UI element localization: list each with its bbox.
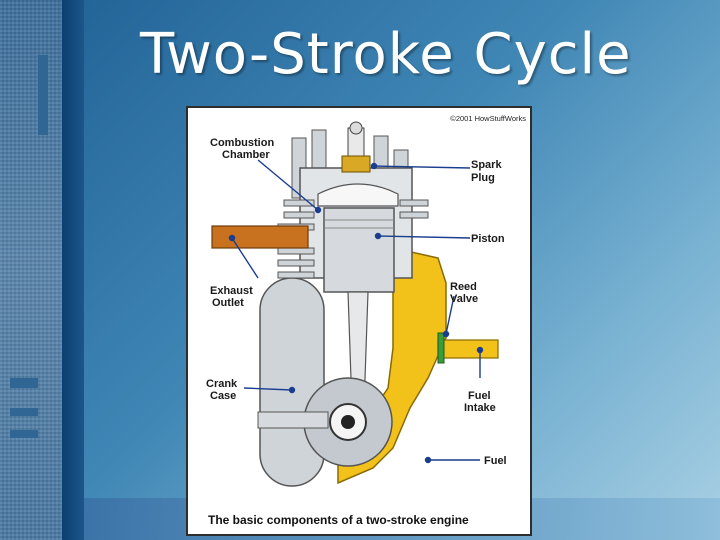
label-spark-plug-1: Spark xyxy=(471,159,502,171)
label-fuel-intake-2: Intake xyxy=(464,402,496,414)
engine-diagram: ©2001 HowStuffWorks xyxy=(186,106,532,536)
diagram-caption: The basic components of a two-stroke eng… xyxy=(208,513,469,527)
fuel-intake-pipe xyxy=(437,339,499,359)
decorative-bar xyxy=(38,55,48,135)
label-combustion-chamber-2: Chamber xyxy=(222,149,270,161)
spark-plug xyxy=(341,121,371,173)
combustion-chamber xyxy=(317,183,399,207)
label-piston: Piston xyxy=(471,233,505,245)
label-crank-case-2: Case xyxy=(210,390,236,402)
decorative-bar xyxy=(10,408,38,416)
engine-diagram-svg: ©2001 HowStuffWorks xyxy=(206,114,526,527)
background-left-strip xyxy=(0,0,62,540)
crank-axle xyxy=(341,415,355,429)
label-exhaust-outlet-1: Exhaust xyxy=(210,285,253,297)
slide-title: Two-Stroke Cycle xyxy=(140,22,632,87)
decorative-bar xyxy=(10,430,38,438)
label-reed-valve-2: Valve xyxy=(450,293,478,305)
copyright-text: ©2001 HowStuffWorks xyxy=(450,114,526,123)
reed-valve xyxy=(437,332,445,364)
crank-shaft xyxy=(257,411,329,429)
leader-lines xyxy=(228,159,484,464)
label-spark-plug-2: Plug xyxy=(471,172,495,184)
label-combustion-chamber-1: Combustion xyxy=(210,137,274,149)
label-fuel: Fuel xyxy=(484,455,507,467)
decorative-bar xyxy=(10,378,38,388)
exhaust-pipe xyxy=(211,225,309,249)
piston xyxy=(323,207,395,293)
label-fuel-intake-1: Fuel xyxy=(468,390,491,402)
label-exhaust-outlet-2: Outlet xyxy=(212,297,244,309)
crank-case-shell xyxy=(259,277,325,487)
label-reed-valve-1: Reed xyxy=(450,281,477,293)
label-crank-case-1: Crank xyxy=(206,378,238,390)
background-left-edge xyxy=(62,0,84,540)
